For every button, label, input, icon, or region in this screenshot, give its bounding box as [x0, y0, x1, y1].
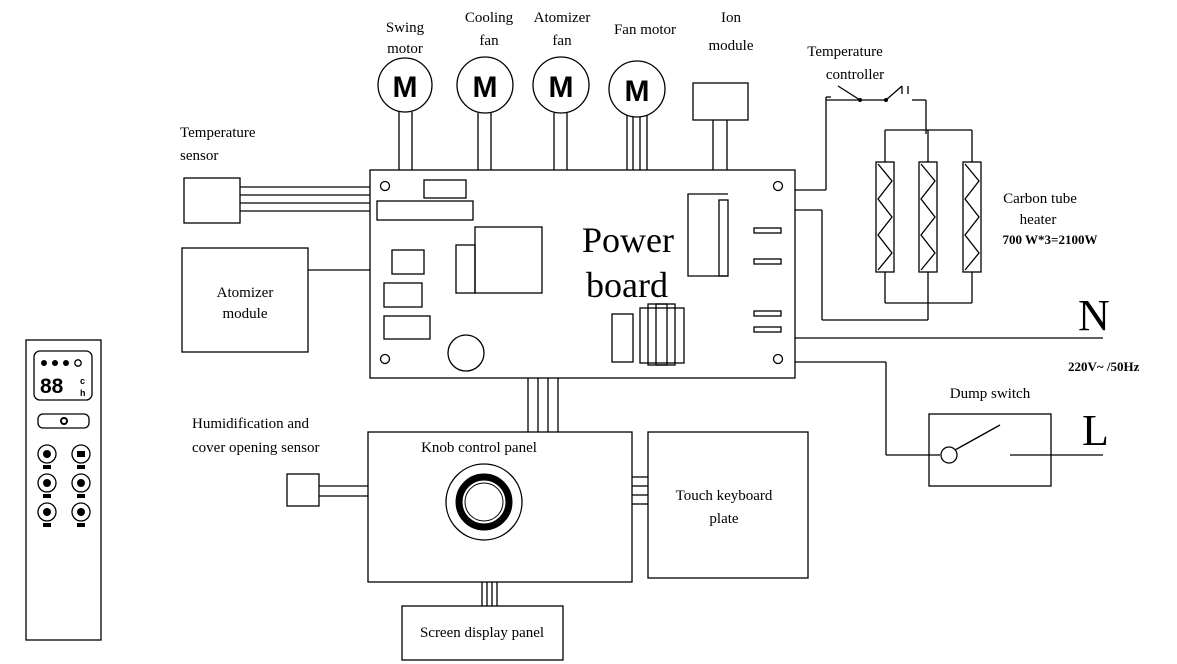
touch-keyboard-plate: Touch keyboard plate [647, 431, 809, 579]
heater-label-1: Carbon tube [1003, 191, 1077, 207]
remote-display [33, 350, 93, 401]
dump-switch: Dump switch [928, 386, 1052, 487]
atomizer-fan-label-2: fan [552, 33, 572, 49]
fan-motor-symbol [608, 60, 666, 118]
remote-power-button[interactable] [37, 413, 90, 429]
atomizer-fan: Atomizer fan M [532, 10, 591, 170]
knob-control-panel-box [367, 431, 633, 583]
atomizer-module-label-2: module [223, 306, 268, 322]
knob-control-panel-label: Knob control panel [421, 440, 537, 456]
remote-unit-bottom: h [80, 388, 86, 398]
swing-icon [77, 479, 85, 487]
remote-button-1[interactable] [37, 444, 57, 464]
remote-unit-top: c [80, 376, 85, 386]
atomizer-module-box [181, 247, 309, 353]
atomizer-fan-m: M [549, 71, 574, 104]
humidification-label-2: cover opening sensor [192, 440, 319, 456]
power-board-outline [369, 169, 796, 379]
swing-motor: Swing motor M [377, 20, 433, 170]
temperature-controller-label-1: Temperature [807, 44, 883, 60]
heater-rating: 700 W*3=2100W [1003, 232, 1098, 247]
knob [445, 463, 523, 541]
atomizer-module-label-1: Atomizer [217, 285, 274, 301]
temperature-controller-label-2: controller [826, 67, 884, 83]
cooling-fan-symbol [456, 56, 514, 114]
heat-icon [77, 451, 85, 457]
remote-button-6[interactable] [71, 502, 91, 522]
ion-module-box [692, 82, 749, 121]
neutral-label: N [1078, 291, 1110, 340]
remote-button-4[interactable] [71, 473, 91, 493]
dump-switch-box [928, 413, 1052, 487]
cooling-fan-label-2: fan [479, 33, 499, 49]
atomizer-fan-symbol [532, 56, 590, 114]
remote-button-3[interactable] [37, 473, 57, 493]
fan-motor-m: M [625, 75, 650, 108]
fan-motor: Fan motor M [608, 22, 676, 170]
ion-module: Ion module [692, 10, 754, 170]
live-label: L [1082, 406, 1109, 455]
ion-module-label-2: module [709, 38, 754, 54]
temperature-sensor-label-2: sensor [180, 148, 218, 164]
swing-motor-label-2: motor [387, 41, 423, 57]
carbon-tube-heater: Carbon tube heater 700 W*3=2100W [795, 129, 1098, 321]
touch-keyboard-label-2: plate [709, 511, 738, 527]
screen-display-panel-box [401, 605, 564, 661]
remote-control-body [25, 339, 102, 641]
mode-icon [77, 508, 85, 516]
humidification-label-1: Humidification and [192, 416, 310, 432]
power-board: Power board [369, 169, 796, 379]
remote-button-5[interactable] [37, 502, 57, 522]
humidification-sensor-box [286, 473, 320, 507]
remote-button-2[interactable] [71, 444, 91, 464]
screen-display-panel-label: Screen display panel [420, 625, 544, 641]
cooling-fan: Cooling fan M [456, 10, 514, 170]
swing-motor-m: M [393, 71, 418, 104]
ion-module-label-1: Ion [721, 10, 741, 26]
touch-keyboard-label-1: Touch keyboard [676, 488, 773, 504]
dump-switch-label: Dump switch [950, 386, 1031, 402]
knob-control-panel: Knob control panel [367, 431, 633, 583]
power-board-label-2: board [586, 265, 668, 305]
dump-switch-contact [940, 446, 958, 464]
atomizer-fan-label-1: Atomizer [534, 10, 591, 26]
heater-label-2: heater [1020, 212, 1057, 228]
voltage-label: 220V~ /50Hz [1068, 359, 1140, 374]
touch-keyboard-plate-box [647, 431, 809, 579]
timer-icon [43, 508, 51, 516]
remote-display-digits: 88 [40, 375, 64, 398]
power-board-label-1: Power [582, 220, 674, 260]
fan-icon [43, 450, 51, 458]
fan-motor-label: Fan motor [614, 22, 676, 38]
temperature-sensor-label-1: Temperature [180, 125, 256, 141]
temperature-controller: Temperature controller [795, 44, 927, 191]
cooling-fan-m: M [473, 71, 498, 104]
humidification-sensor: Humidification and cover opening sensor [192, 416, 368, 507]
remote-control: 88 c h [25, 339, 102, 641]
humidify-icon [43, 479, 51, 487]
screen-display-panel: Screen display panel [401, 605, 564, 661]
temperature-sensor: Temperature sensor [180, 125, 370, 224]
swing-motor-symbol [377, 57, 433, 113]
temperature-sensor-box [183, 177, 241, 224]
swing-motor-label-1: Swing [386, 20, 425, 36]
mains-supply: N 220V~ /50Hz L [795, 291, 1140, 456]
cooling-fan-label-1: Cooling [465, 10, 514, 26]
remote-timer-icon [74, 359, 82, 367]
atomizer-module: Atomizer module [181, 247, 370, 353]
